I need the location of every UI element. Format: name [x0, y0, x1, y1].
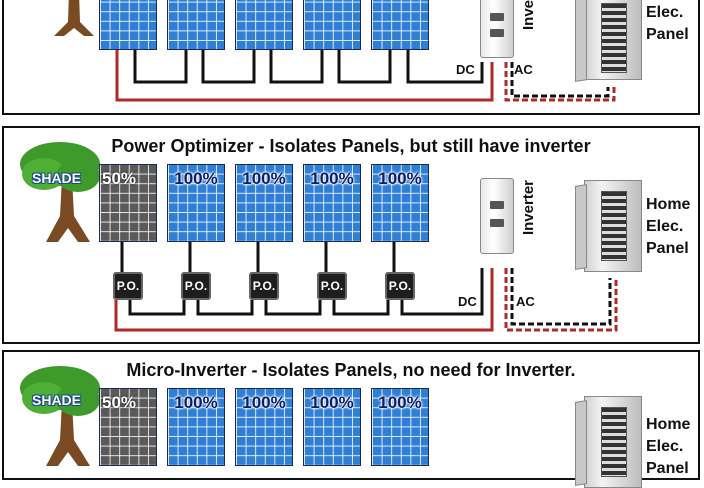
shade-label: SHADE	[32, 392, 82, 408]
panel-output: 100%	[378, 169, 422, 188]
electrical-panel-icon	[575, 0, 642, 82]
inverter-label: Inverter	[520, 180, 537, 236]
power-optimizer: P.O.	[181, 272, 211, 300]
tree-icon	[20, 142, 100, 242]
panel-output: 100%	[310, 393, 354, 412]
solar-panel: 100%	[235, 164, 293, 242]
solar-panel: 100%	[371, 164, 429, 242]
panel-output: 50%	[102, 169, 137, 188]
solar-panel	[303, 0, 361, 50]
panel-output: 100%	[242, 169, 286, 188]
solar-panel-shaded: 50%	[99, 388, 157, 466]
panel-output: 50%	[102, 393, 137, 412]
panel-output: 100%	[378, 393, 422, 412]
string-wiring	[115, 50, 616, 102]
section-title: Power Optimizer - Isolates Panels, but s…	[111, 136, 591, 156]
inverter-icon	[480, 178, 514, 254]
electrical-panel-icon	[575, 180, 642, 272]
solar-panel	[99, 0, 157, 50]
home-panel-label: Home Elec. Panel	[646, 416, 691, 477]
solar-panel: 100%	[371, 388, 429, 466]
solar-panel-shaded: 50%	[99, 164, 157, 242]
section-micro-inverter: Micro-Inverter - Isolates Panels, no nee…	[2, 350, 700, 488]
tree-icon	[54, 0, 94, 36]
ac-label: AC	[516, 294, 535, 309]
solar-panel: 100%	[167, 164, 225, 242]
power-optimizer: P.O.	[317, 272, 347, 300]
panel-output: 100%	[174, 169, 218, 188]
solar-panel: 100%	[167, 388, 225, 466]
dc-label: DC	[456, 62, 475, 77]
section-power-optimizer: Power Optimizer - Isolates Panels, but s…	[2, 126, 700, 344]
power-optimizer: P.O.	[385, 272, 415, 300]
panel-output: 100%	[310, 169, 354, 188]
panel-output: 100%	[174, 393, 218, 412]
power-optimizer: P.O.	[113, 272, 143, 300]
electrical-panel-icon	[575, 396, 642, 488]
solar-panel: 100%	[303, 164, 361, 242]
solar-panel	[235, 0, 293, 50]
shade-label: SHADE	[32, 170, 82, 186]
solar-panel: 100%	[303, 388, 361, 466]
home-panel-label: Elec. Panel	[646, 4, 689, 43]
inverter-icon	[480, 0, 514, 58]
dc-label: DC	[458, 294, 477, 309]
solar-panel	[167, 0, 225, 50]
panel-output: 100%	[242, 393, 286, 412]
tree-icon	[20, 366, 100, 466]
section-title: Micro-Inverter - Isolates Panels, no nee…	[126, 360, 576, 380]
inverter-label: Inve	[520, 0, 537, 31]
home-panel-label: Home Elec. Panel	[646, 196, 691, 257]
power-optimizer: P.O.	[249, 272, 279, 300]
solar-panel	[371, 0, 429, 50]
optimizer-wiring	[114, 242, 618, 332]
section-string-inverter: Inve DC AC Elec. Panel	[2, 0, 700, 115]
solar-panel: 100%	[235, 388, 293, 466]
ac-label: AC	[514, 62, 533, 77]
